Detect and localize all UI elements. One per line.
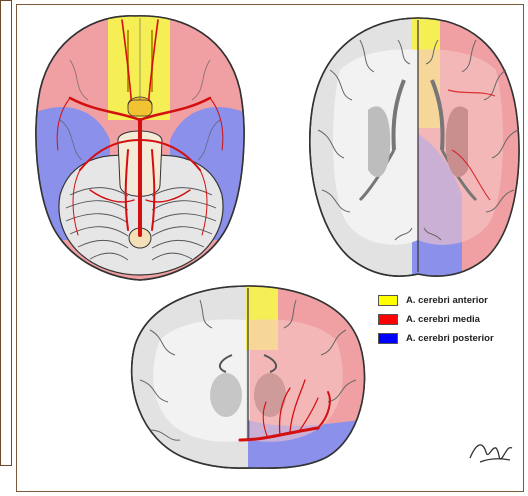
- legend-label-posterior: A. cerebri posterior: [406, 333, 494, 344]
- basal-view-brain: [30, 10, 250, 280]
- legend-label-media: A. cerebri media: [406, 314, 480, 325]
- legend-item-posterior: A. cerebri posterior: [378, 329, 518, 348]
- legend-label-anterior: A. cerebri anterior: [406, 295, 488, 306]
- legend-item-media: A. cerebri media: [378, 310, 518, 329]
- axial-view-brain: [310, 10, 528, 280]
- legend-item-anterior: A. cerebri anterior: [378, 291, 518, 310]
- legend-swatch-posterior: [378, 333, 398, 344]
- legend-swatch-anterior: [378, 295, 398, 306]
- artist-signature: [470, 445, 512, 462]
- territory-legend: A. cerebri anterior A. cerebri media A. …: [378, 291, 518, 348]
- coronal-view-brain: [132, 280, 370, 475]
- legend-swatch-media: [378, 314, 398, 325]
